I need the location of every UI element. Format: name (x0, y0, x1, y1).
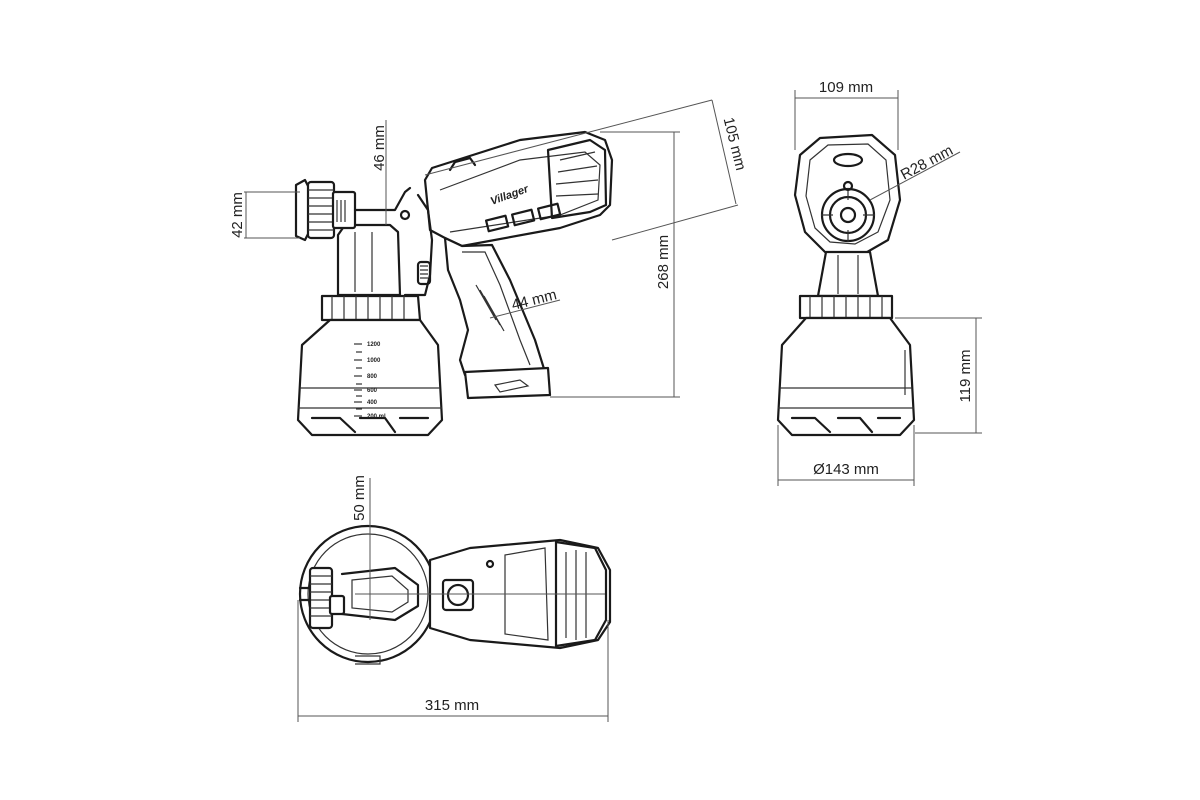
dim-44mm: 44 mm (510, 286, 559, 314)
side-button-2 (510, 208, 536, 227)
side-trigger-guard (403, 193, 434, 297)
front-top-slot (832, 152, 864, 168)
scale-label-200: 200 ml (367, 414, 386, 420)
scale-label-1200: 1200 (367, 342, 381, 348)
dim-268mm: 268 mm (655, 235, 672, 289)
side-rear-cap (546, 138, 608, 220)
top-nozzle (298, 566, 420, 630)
side-cup-collar (320, 294, 422, 322)
scale-label-1000: 1000 (367, 358, 381, 364)
cup-scale: 1200 1000 800 600 400 200 ml (354, 342, 386, 420)
side-view: Villager (294, 130, 614, 437)
top-view (298, 524, 612, 665)
dim-42mm: 42 mm (229, 192, 246, 238)
dim-109mm: 109 mm (819, 79, 873, 96)
dim-105mm: 105 mm (720, 116, 750, 173)
top-rear-cap (554, 540, 608, 648)
side-neck (336, 223, 402, 297)
side-paint-cup (296, 318, 444, 437)
side-button-3 (536, 202, 562, 221)
front-paint-cup (776, 316, 916, 437)
scale-label-600: 600 (367, 388, 378, 394)
front-neck (816, 250, 880, 298)
side-trigger-knob (416, 260, 432, 286)
side-button-1 (484, 214, 510, 233)
top-square-button (441, 578, 475, 612)
dim-r28mm: R28 mm (898, 142, 956, 184)
dim-119mm: 119 mm (957, 349, 974, 402)
dim-50mm: 50 mm (351, 475, 368, 521)
front-nozzle-tip (839, 206, 857, 224)
dim-315mm: 315 mm (425, 697, 479, 714)
front-view (776, 133, 916, 437)
dim-46mm: 46 mm (371, 125, 388, 171)
scale-label-400: 400 (367, 400, 378, 406)
top-dimensions: 50 mm 315 mm (297, 475, 609, 722)
scale-label-800: 800 (367, 374, 378, 380)
side-nozzle (294, 178, 412, 242)
dim-143mm: Ø143 mm (813, 461, 879, 478)
